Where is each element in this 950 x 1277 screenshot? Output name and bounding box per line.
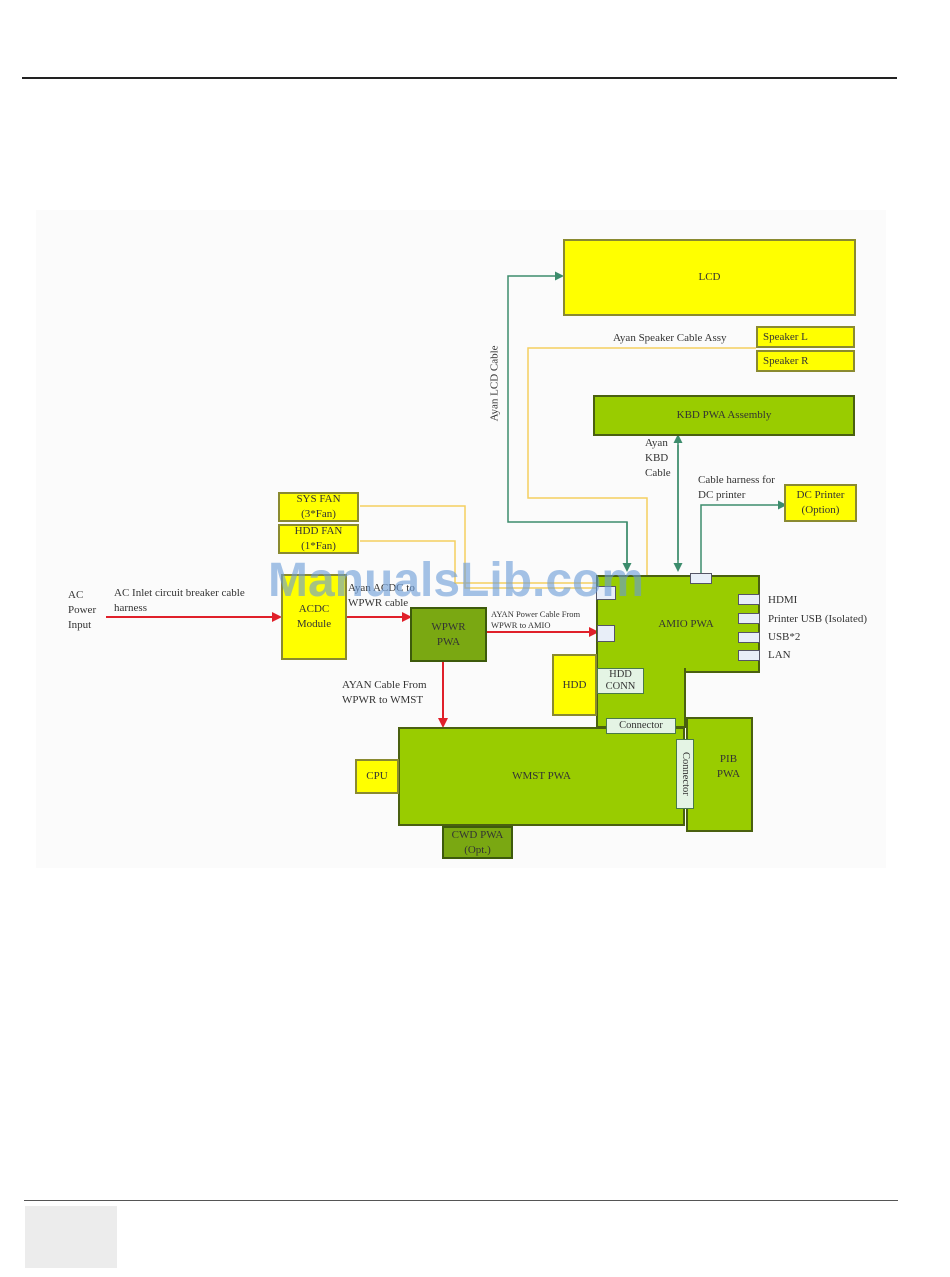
- cwd-pwa-block: CWD PWA (Opt.): [442, 826, 513, 859]
- header-rule: [22, 77, 897, 79]
- ac-inlet-cable-label: AC Inlet circuit breaker cable harness: [114, 587, 245, 614]
- ac-power-input-label: AC Power Input: [68, 589, 97, 631]
- acdc-module-block: ACDC Module: [281, 574, 347, 660]
- fan-cables: [360, 347, 756, 589]
- wmst-pwa-block: WMST PWA: [398, 727, 685, 826]
- pib-pwa-label: PIB PWA: [716, 753, 741, 780]
- footer-page-box: [25, 1206, 117, 1268]
- usb-port: [738, 632, 760, 643]
- signal-cables: [507, 271, 787, 575]
- pib-pwa-block: PIB PWA: [686, 717, 753, 832]
- speaker-l-block: Speaker L: [756, 326, 855, 348]
- connector-horizontal: Connector: [606, 718, 676, 734]
- cpu-block: CPU: [355, 759, 399, 794]
- dc-printer-block: DC Printer (Option): [784, 484, 857, 522]
- hdd-fan-block: HDD FAN (1*Fan): [278, 524, 359, 554]
- ayan-kbd-cable-label: Ayan KBD Cable: [645, 437, 671, 479]
- lcd-block: LCD: [563, 239, 856, 316]
- printer-usb-label: Printer USB (Isolated): [768, 613, 867, 625]
- ayan-power-cable-label: AYAN Power Cable From WPWR to AMIO: [491, 609, 581, 631]
- lan-label: LAN: [768, 649, 791, 661]
- wpwr-pwa-block: WPWR PWA: [410, 607, 487, 662]
- ayan-speaker-cable-label: Ayan Speaker Cable Assy: [613, 332, 727, 344]
- hdmi-label: HDMI: [768, 594, 798, 606]
- hdd-block: HDD: [552, 654, 597, 716]
- kbd-pwa-block: KBD PWA Assembly: [593, 395, 855, 436]
- speaker-r-block: Speaker R: [756, 350, 855, 372]
- ayan-lcd-cable-label: Ayan LCD Cable: [488, 345, 501, 422]
- amio-pwa-block: AMIO PWA: [596, 575, 760, 673]
- watermark: ManualsLib.com: [268, 554, 645, 607]
- lan-port: [738, 650, 760, 661]
- amio-power-port: [597, 625, 615, 642]
- sys-fan-block: SYS FAN (3*Fan): [278, 492, 359, 522]
- amio-top-port: [596, 586, 616, 600]
- printer-usb-port: [738, 613, 760, 624]
- hdmi-port: [738, 594, 760, 605]
- amio-top-port-right: [690, 573, 712, 584]
- connector-vertical: Connector: [676, 739, 694, 809]
- connector-vertical-label: Connector: [680, 752, 692, 796]
- footer-rule: [24, 1200, 898, 1201]
- usb2-label: USB*2: [768, 631, 801, 643]
- amio-pwa-label: AMIO PWA: [658, 617, 714, 630]
- dc-printer-cable-label: Cable harness for DC printer: [698, 474, 775, 501]
- ayan-wmst-cable-label: AYAN Cable From WPWR to WMST: [342, 679, 427, 706]
- power-cables: [106, 612, 599, 728]
- hdd-conn-block: HDD CONN: [597, 668, 644, 694]
- acdc-wpwr-cable-label: Ayan ACDC to WPWR cable: [348, 582, 415, 609]
